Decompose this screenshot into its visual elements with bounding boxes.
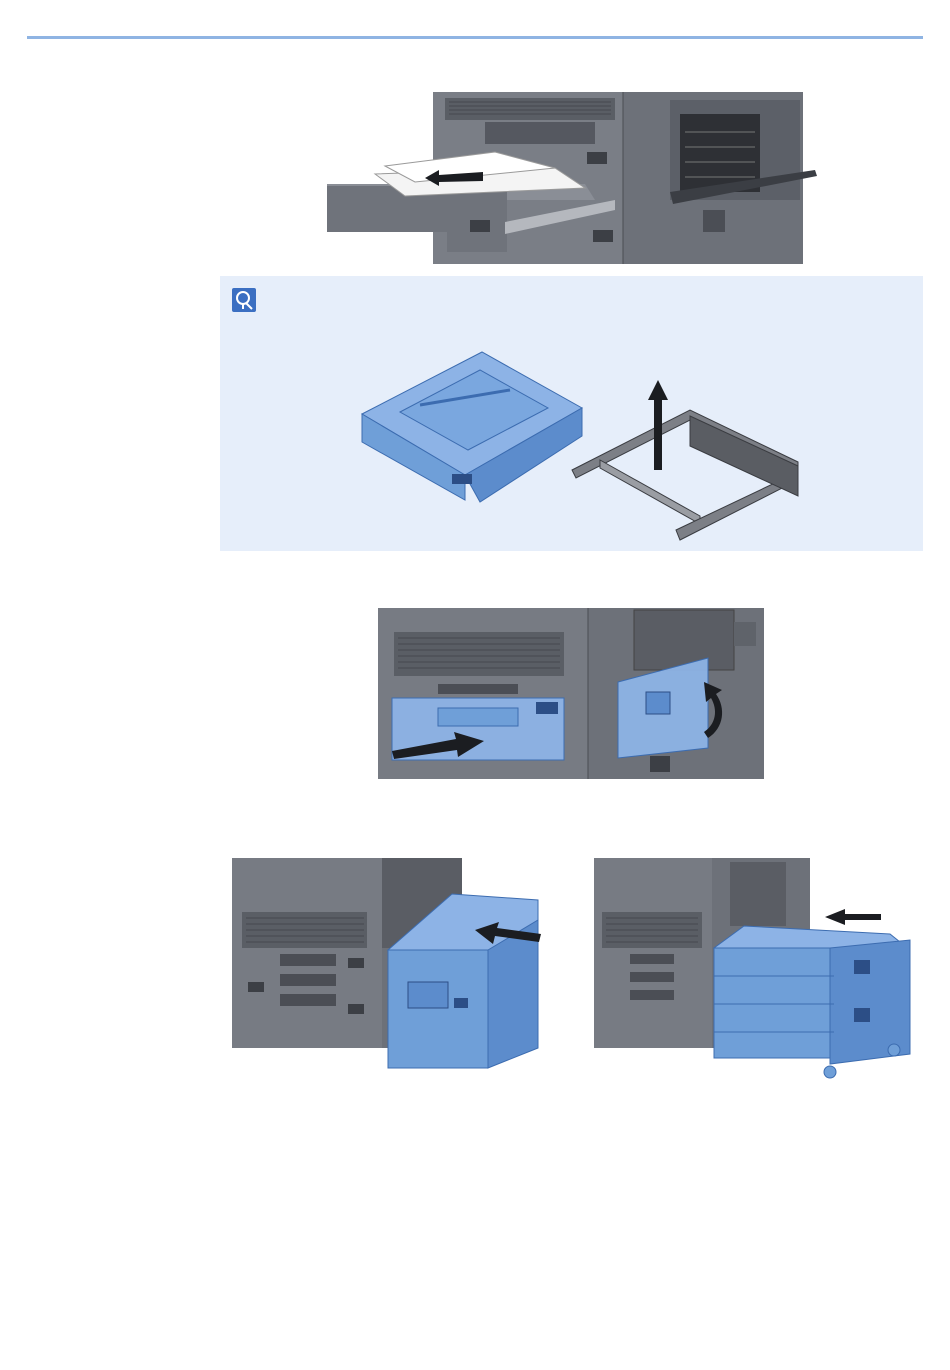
figure-pull-out-cassette bbox=[325, 92, 820, 264]
figure-rails bbox=[570, 380, 800, 542]
arrow-left-icon bbox=[825, 909, 881, 925]
arrow-up-icon bbox=[648, 380, 668, 470]
figure-remove-cassette bbox=[360, 350, 585, 506]
arrow-left-icon bbox=[425, 168, 485, 188]
arrow-left-icon bbox=[475, 922, 541, 946]
curved-arrow-up-icon bbox=[700, 680, 730, 740]
lightbulb-note-icon bbox=[232, 288, 256, 312]
figure-reattach-side-feeder bbox=[232, 858, 544, 1076]
figure-push-cassette-close-cover bbox=[378, 608, 764, 779]
figure-reattach-large-capacity-feeder bbox=[594, 858, 916, 1080]
header-rule bbox=[27, 36, 923, 39]
note-box bbox=[220, 276, 923, 551]
arrow-right-icon bbox=[392, 729, 484, 759]
